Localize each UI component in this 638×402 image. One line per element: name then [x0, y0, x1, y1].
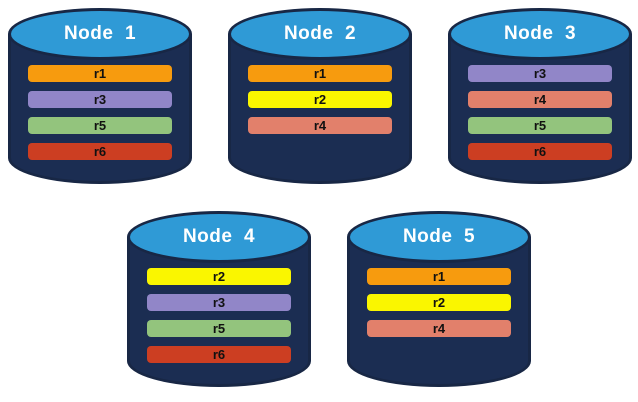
replica-bar[interactable]: r4: [248, 117, 392, 134]
replica-list: r1 r3 r5 r6: [8, 65, 192, 160]
replica-list: r1 r2 r4: [347, 268, 531, 337]
replica-bar[interactable]: r2: [367, 294, 511, 311]
replica-bar[interactable]: r4: [468, 91, 612, 108]
replica-bar[interactable]: r1: [28, 65, 172, 82]
replica-bar[interactable]: r1: [367, 268, 511, 285]
replica-bar[interactable]: r5: [468, 117, 612, 134]
replica-list: r1 r2 r4: [228, 65, 412, 134]
replica-bar[interactable]: r6: [468, 143, 612, 160]
node-title: Node 5: [402, 226, 476, 247]
replica-bar[interactable]: r3: [28, 91, 172, 108]
replica-bar[interactable]: r2: [147, 268, 291, 285]
node-title: Node 3: [503, 23, 577, 44]
database-node-1: Node 1 r1 r3 r5 r6: [8, 8, 192, 184]
database-node-4: Node 4 r2 r3 r5 r6: [127, 211, 311, 387]
replica-bar[interactable]: r5: [147, 320, 291, 337]
replica-bar[interactable]: r3: [147, 294, 291, 311]
replica-bar[interactable]: r3: [468, 65, 612, 82]
replica-bar[interactable]: r6: [147, 346, 291, 363]
database-node-5: Node 5 r1 r2 r4: [347, 211, 531, 387]
database-node-3: Node 3 r3 r4 r5 r6: [448, 8, 632, 184]
replica-bar[interactable]: r5: [28, 117, 172, 134]
replica-bar[interactable]: r4: [367, 320, 511, 337]
cylinder-top: [8, 8, 192, 60]
node-title: Node 4: [182, 226, 256, 247]
node-title: Node 2: [283, 23, 357, 44]
cylinder-top: [228, 8, 412, 60]
replica-bar[interactable]: r6: [28, 143, 172, 160]
node-title: Node 1: [63, 23, 137, 44]
replica-list: r3 r4 r5 r6: [448, 65, 632, 160]
replica-bar[interactable]: r2: [248, 91, 392, 108]
replica-list: r2 r3 r5 r6: [127, 268, 311, 363]
cylinder-top: [127, 211, 311, 263]
replica-bar[interactable]: r1: [248, 65, 392, 82]
cylinder-top: [347, 211, 531, 263]
database-node-2: Node 2 r1 r2 r4: [228, 8, 412, 184]
cylinder-top: [448, 8, 632, 60]
